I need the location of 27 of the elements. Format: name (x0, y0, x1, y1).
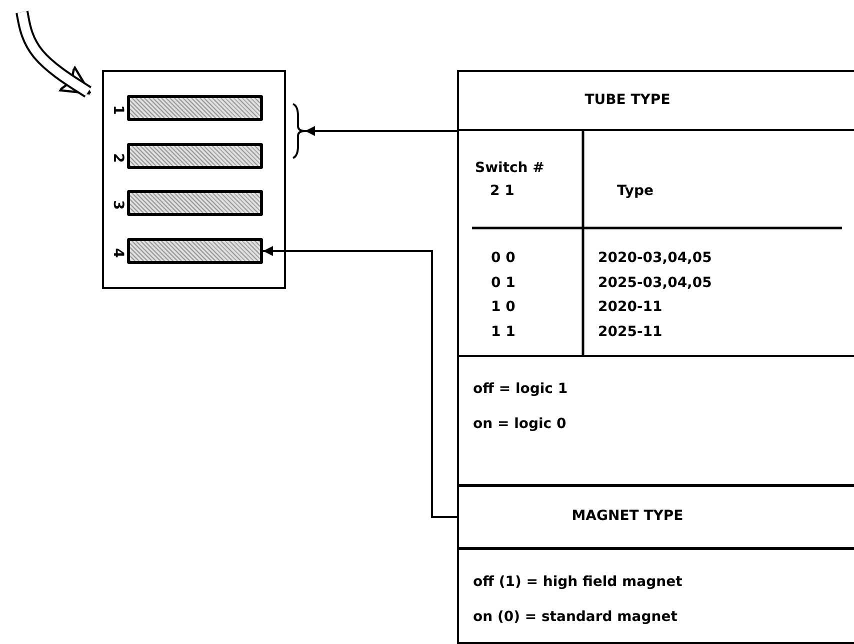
table-cell: 2025-11 (598, 324, 662, 340)
setting-note: on = logic 0 (473, 416, 566, 432)
switch-number: 3 (110, 200, 126, 210)
switch-number: 1 (110, 105, 126, 115)
table-cell: 2 1 (490, 183, 514, 199)
section-heading: TUBE TYPE (584, 92, 672, 108)
switch-number: 2 (110, 153, 126, 163)
setting-note: off = logic 1 (473, 381, 568, 397)
table-cell: 2020-03,04,05 (598, 250, 712, 266)
table-cell: 1 0 (491, 299, 516, 315)
section-heading: MAGNET TYPE (570, 508, 684, 524)
switch-number: 4 (110, 248, 126, 258)
table-section (457, 548, 854, 644)
brace (293, 104, 305, 158)
setting-note: on (0) = standard magnet (473, 609, 678, 625)
table-cell: 0 1 (491, 274, 516, 290)
table-cell: 2020-11 (598, 299, 662, 315)
table-cell: Type (617, 183, 654, 199)
setting-note: off (1) = high field magnet (473, 574, 682, 590)
table-cell: 0 0 (491, 250, 516, 266)
table-section (457, 70, 854, 131)
table-cell: 2025-03,04,05 (598, 274, 712, 290)
table-cell: Switch # (475, 160, 544, 176)
switch-housing (102, 70, 286, 289)
table-section (457, 485, 854, 549)
table-section (457, 355, 854, 486)
table-cell: 1 1 (491, 324, 516, 340)
